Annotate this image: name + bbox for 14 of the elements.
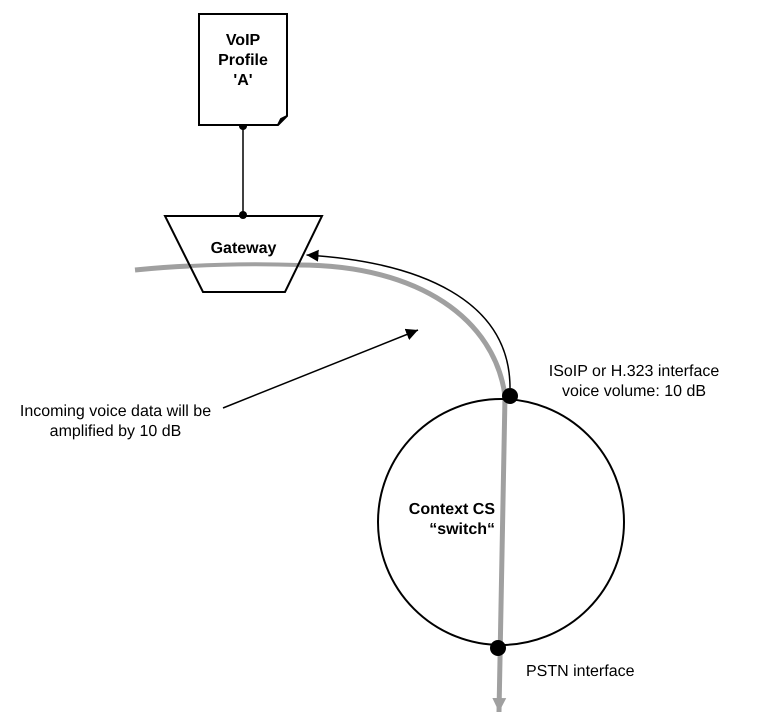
interface-dot: [490, 640, 506, 656]
arrow: [306, 250, 511, 388]
node-label: Context CS “switch“: [408, 500, 495, 540]
node-label: VoIP Profile 'A': [217, 31, 269, 91]
annotation-text: Incoming voice data will be amplified by 10 dB: [18, 402, 212, 442]
leader-arrow: [222, 328, 418, 409]
interface-label: PSTN interface: [526, 662, 636, 682]
flow-arrow: [298, 262, 508, 712]
node-label: Gateway: [210, 239, 278, 259]
gateway-trapezoid: [164, 215, 323, 293]
context-circle: [377, 398, 625, 646]
interface-dot: [502, 388, 518, 404]
interface-label: ISoIP or H.323 interface voice volume: 10 dB: [548, 362, 720, 402]
document-shape: [198, 13, 288, 126]
